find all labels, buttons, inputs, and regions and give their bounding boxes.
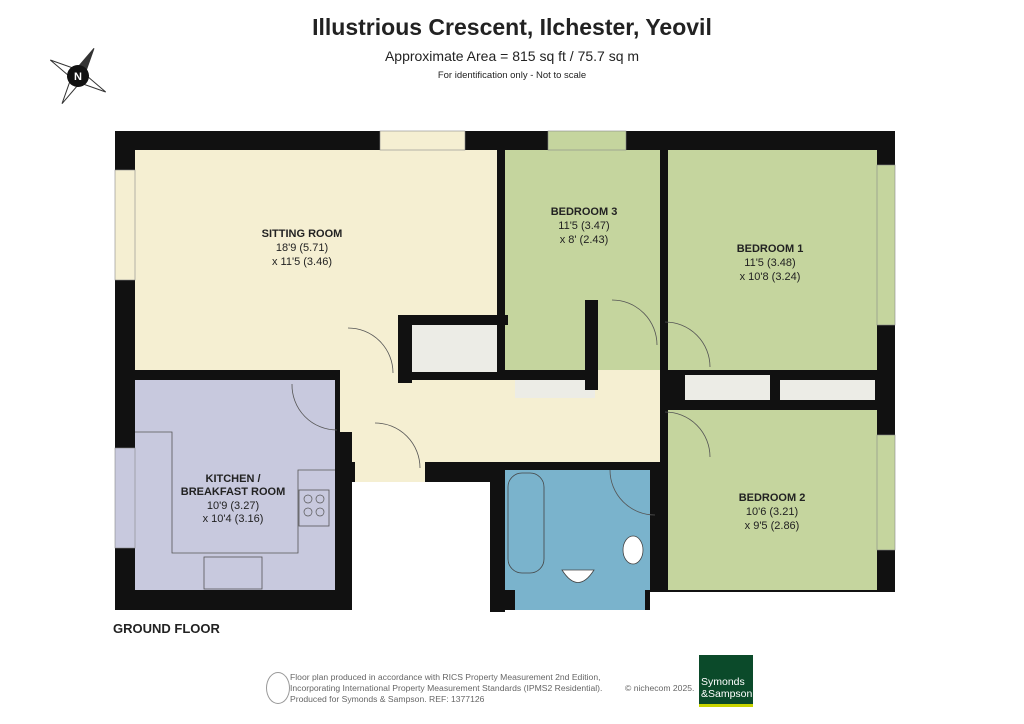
door-swing [611, 299, 658, 346]
svg-text:10'6 (3.21): 10'6 (3.21) [746, 506, 798, 518]
cupboard [515, 380, 595, 398]
svg-text:10'9 (3.27): 10'9 (3.27) [207, 500, 259, 512]
svg-text:x 11'5 (3.46): x 11'5 (3.46) [272, 256, 332, 268]
window [379, 130, 466, 151]
kitchen-breakfast-room [135, 380, 335, 590]
window [876, 434, 896, 551]
room-label-bedroom-2: BEDROOM 2 10'6 (3.21) x 9'5 (2.86) [739, 492, 806, 532]
svg-text:BREAKFAST ROOM: BREAKFAST ROOM [181, 486, 286, 498]
sink-icon [203, 556, 263, 590]
compass-rose-icon [49, 47, 107, 105]
identification-note: For identification only - Not to scale [437, 70, 587, 81]
agent-logo: Symonds &Sampson [699, 655, 753, 707]
door-swing [347, 327, 394, 374]
room-label-bedroom-3: BEDROOM 3 11'5 (3.47) x 8' (2.43) [551, 206, 618, 246]
footer-line: Produced for Symonds & Sampson. REF: 137… [290, 694, 485, 704]
door-swing [609, 469, 656, 516]
window [114, 447, 136, 549]
basin-icon [561, 569, 595, 583]
room-label-kitchen: KITCHEN / BREAKFAST ROOM 10'9 (3.27) x 1… [181, 473, 286, 525]
bedroom-3 [505, 150, 660, 370]
bath-icon [507, 472, 545, 574]
svg-text:x 10'8 (3.24): x 10'8 (3.24) [740, 271, 801, 283]
person-icon [266, 672, 290, 704]
window [114, 169, 136, 281]
svg-text:x 9'5 (2.86): x 9'5 (2.86) [745, 520, 800, 532]
wardrobe [685, 375, 770, 400]
footer-notes: Floor plan produced in accordance with R… [290, 672, 602, 705]
svg-text:11'5 (3.47): 11'5 (3.47) [558, 220, 609, 232]
window [876, 164, 896, 326]
svg-text:BEDROOM 2: BEDROOM 2 [739, 492, 806, 504]
room-label-sitting-room: SITTING ROOM 18'9 (5.71) x 11'5 (3.46) [262, 228, 343, 268]
front-door-swing [374, 422, 421, 469]
bedroom-1 [668, 150, 877, 370]
entrance [355, 440, 425, 482]
svg-text:BEDROOM 3: BEDROOM 3 [551, 206, 618, 218]
compass-north-label: N [74, 71, 82, 83]
footer-line: Floor plan produced in accordance with R… [290, 672, 601, 682]
room-label-bedroom-1: BEDROOM 1 11'5 (3.48) x 10'8 (3.24) [737, 243, 804, 283]
footer-line: Incorporating International Property Mea… [290, 683, 603, 693]
floor-label: GROUND FLOOR [113, 621, 220, 636]
svg-text:x 10'4 (3.16): x 10'4 (3.16) [203, 513, 264, 525]
door-swing [664, 411, 711, 458]
approximate-area: Approximate Area = 815 sq ft / 75.7 sq m [384, 48, 640, 64]
svg-text:11'5 (3.48): 11'5 (3.48) [744, 257, 795, 269]
logo-text: &Sampson [701, 688, 753, 700]
bedroom-2 [668, 410, 877, 590]
toilet-icon [622, 535, 644, 565]
cupboard [412, 325, 497, 372]
exterior-notch [352, 482, 490, 612]
plan-title: Illustrious Crescent, Ilchester, Yeovil [312, 14, 712, 40]
logo-text: Symonds [701, 676, 745, 688]
door-swing [291, 383, 338, 431]
svg-text:x 8' (2.43): x 8' (2.43) [560, 234, 609, 246]
svg-text:BEDROOM 1: BEDROOM 1 [737, 243, 804, 255]
hob-icon [298, 489, 330, 527]
kitchen-worktop [135, 431, 335, 554]
svg-text:SITTING ROOM: SITTING ROOM [262, 228, 343, 240]
window [547, 130, 627, 151]
copyright: © nichecom 2025. [625, 683, 695, 693]
hall [340, 320, 398, 382]
svg-text:KITCHEN /: KITCHEN / [206, 473, 261, 485]
door-swing [664, 321, 711, 368]
svg-text:18'9 (5.71): 18'9 (5.71) [276, 242, 328, 254]
